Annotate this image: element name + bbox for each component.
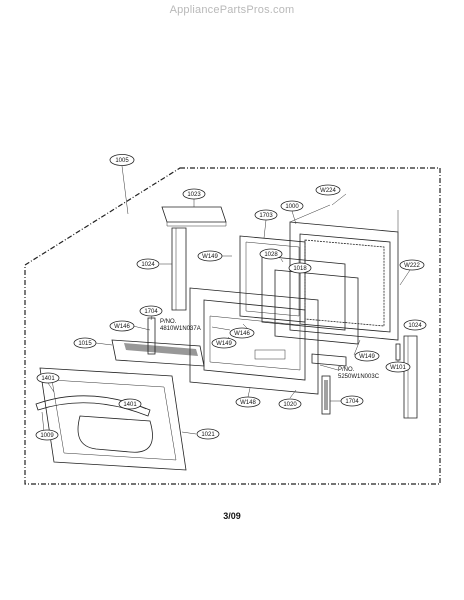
part-1704-left	[147, 315, 156, 355]
svg-text:1401: 1401	[123, 402, 137, 408]
svg-text:W149: W149	[359, 354, 375, 360]
svg-text:1009: 1009	[40, 433, 54, 439]
part-1021	[39, 367, 197, 471]
callout-w149-top: W149	[197, 250, 223, 262]
part-1015	[95, 339, 205, 367]
callout-1005: 1005	[109, 154, 135, 166]
callout-w149-mid: W149	[211, 337, 237, 349]
page-code: 3/09	[223, 511, 241, 521]
svg-text:1000: 1000	[285, 204, 299, 210]
callout-w101: W101	[385, 361, 411, 373]
callout-w222: W222	[399, 259, 425, 271]
part-1024-right	[403, 335, 418, 419]
part-bottom-strip	[311, 353, 347, 367]
callout-1028: 1028	[259, 248, 283, 260]
assembly-boundary	[24, 167, 441, 485]
callout-1704-left: 1704	[139, 305, 163, 317]
callout-1704-right: 1704	[340, 395, 364, 407]
callout-1015: 1015	[73, 337, 97, 349]
svg-text:W101: W101	[390, 365, 406, 371]
svg-text:P/NO.: P/NO.	[160, 319, 177, 325]
callout-1020: 1020	[278, 398, 302, 410]
part-1704-right	[321, 375, 342, 415]
svg-text:1021: 1021	[201, 432, 215, 438]
svg-text:1018: 1018	[293, 266, 307, 272]
leader-1005	[121, 165, 129, 215]
svg-text:4810W1N037A: 4810W1N037A	[160, 326, 201, 332]
callout-1024-left: 1024	[136, 258, 160, 270]
svg-text:W148: W148	[240, 400, 256, 406]
svg-text:W149: W149	[202, 254, 218, 260]
part-w101	[395, 343, 401, 362]
callout-w148: W148	[235, 396, 261, 408]
svg-text:1015: 1015	[78, 341, 92, 347]
callout-1401-left: 1401	[36, 372, 60, 384]
callout-1703: 1703	[254, 209, 278, 221]
svg-text:1704: 1704	[345, 399, 359, 405]
part-1023	[161, 199, 227, 227]
callout-1023: 1023	[182, 188, 206, 200]
svg-text:1024: 1024	[141, 262, 155, 268]
part-1018	[274, 269, 359, 345]
callout-1401-mid: 1401	[118, 398, 142, 410]
svg-text:W224: W224	[320, 188, 336, 194]
callout-1018: 1018	[288, 262, 312, 274]
svg-text:P/NO.: P/NO.	[338, 367, 355, 373]
part-1028	[261, 255, 346, 331]
callout-1021: 1021	[196, 428, 220, 440]
part-1024-left	[160, 227, 187, 311]
part-1000	[289, 204, 399, 341]
callout-w149-right: W149	[354, 350, 380, 362]
svg-text:W149: W149	[216, 341, 232, 347]
callout-w146-mid: W146	[229, 327, 255, 339]
svg-text:1020: 1020	[283, 402, 297, 408]
svg-text:1005: 1005	[115, 158, 129, 164]
svg-text:W146: W146	[234, 331, 250, 337]
svg-text:1023: 1023	[187, 192, 201, 198]
svg-text:5250W1N003C: 5250W1N003C	[338, 374, 380, 380]
svg-text:W222: W222	[404, 263, 420, 269]
svg-text:1024: 1024	[408, 323, 422, 329]
svg-text:W146: W146	[114, 324, 130, 330]
svg-text:1703: 1703	[259, 213, 273, 219]
svg-text:1401: 1401	[41, 376, 55, 382]
watermark: AppliancePartsPros.com	[169, 4, 295, 16]
part-1009	[35, 395, 151, 433]
svg-text:1704: 1704	[144, 309, 158, 315]
callout-1000: 1000	[280, 200, 304, 212]
callout-w224: W224	[315, 184, 341, 196]
callout-w146-left: W146	[109, 320, 135, 332]
part-number-left: P/NO. 4810W1N037A	[160, 319, 201, 332]
svg-text:1028: 1028	[264, 252, 278, 258]
callout-1009: 1009	[35, 429, 59, 441]
part-number-right: P/NO. 5250W1N003C	[338, 367, 380, 380]
callout-1024-right: 1024	[403, 319, 427, 331]
